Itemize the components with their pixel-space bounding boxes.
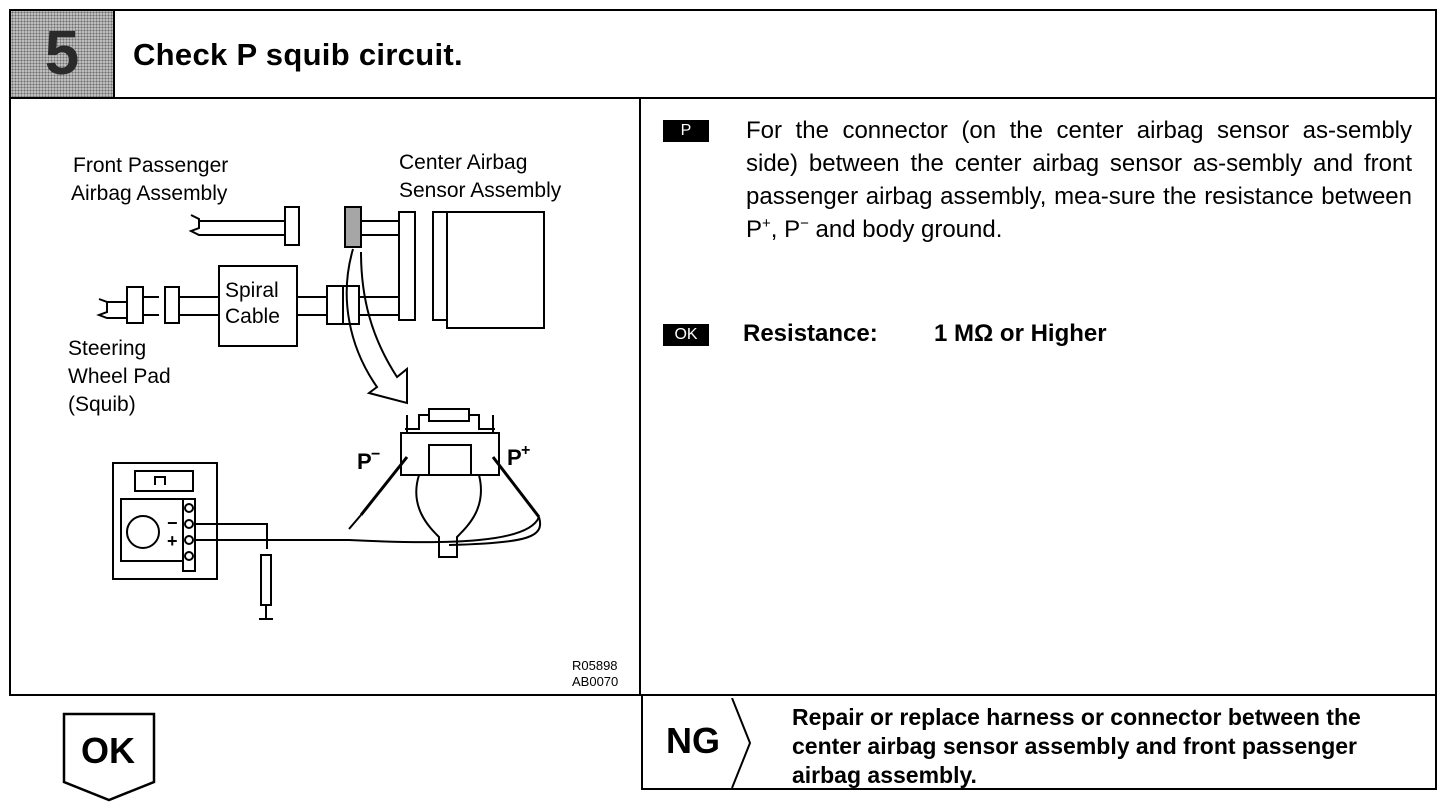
- ok-down-arrow-icon: [62, 712, 156, 802]
- sensor-side-connector: [344, 206, 362, 248]
- svg-text:P: P: [507, 445, 522, 470]
- step-number: 5: [44, 19, 80, 88]
- wiring-diagram: Front Passenger Airbag Assembly Center A…: [68, 151, 618, 689]
- step-number-box: 5: [11, 11, 115, 97]
- center-airbag-sensor-box: [446, 211, 545, 329]
- label-steering-3: (Squib): [68, 393, 136, 416]
- spec-badge: OK: [663, 324, 709, 346]
- label-steering-2: Wheel Pad: [68, 365, 171, 388]
- step-header: 5 Check P squib circuit.: [9, 9, 1437, 99]
- figure-code-1: R05898: [572, 658, 618, 673]
- ok-result-label: OK: [81, 730, 135, 771]
- meter-minus-label: −: [167, 513, 178, 533]
- svg-text:+: +: [521, 442, 530, 459]
- label-front-passenger-2: Airbag Assembly: [71, 182, 228, 205]
- spiral-cable-box: [218, 265, 298, 347]
- label-p-plus: P +: [507, 442, 530, 470]
- resistance-value: 1 MΩ or Higher: [934, 320, 1107, 347]
- ohmmeter: [112, 462, 218, 580]
- passenger-harness-tip: [188, 214, 286, 236]
- ng-result-label: NG: [666, 720, 720, 761]
- connector-detail: [400, 432, 500, 476]
- sensor-plug: [398, 211, 416, 321]
- svg-text:−: −: [371, 446, 380, 463]
- label-cable: Cable: [225, 305, 280, 328]
- label-center-airbag-1: Center Airbag: [399, 151, 527, 174]
- meter-plus-label: +: [167, 531, 178, 551]
- label-p-minus: P −: [357, 446, 380, 474]
- ng-chevron-icon: [731, 698, 752, 788]
- label-spiral: Spiral: [225, 279, 279, 302]
- zoom-arrow: [345, 248, 408, 405]
- svg-text:P: P: [357, 449, 372, 474]
- step-title: Check P squib circuit.: [133, 37, 463, 72]
- passenger-connector: [284, 206, 300, 246]
- procedure-text: For the connector (on the center airbag …: [746, 117, 1412, 243]
- figure-code-2: AB0070: [572, 674, 618, 689]
- ng-result-box: [641, 696, 1437, 790]
- ng-action-text: Repair or replace harness or connector b…: [792, 704, 1361, 788]
- label-center-airbag-2: Sensor Assembly: [399, 179, 562, 202]
- label-front-passenger-1: Front Passenger: [73, 154, 228, 177]
- label-steering-1: Steering: [68, 337, 146, 360]
- wiring-diagram-panel: Front Passenger Airbag Assembly Center A…: [9, 97, 641, 696]
- procedure-badge: P: [663, 120, 709, 142]
- resistance-label: Resistance:: [743, 320, 878, 347]
- sensor-bracket: [432, 211, 448, 321]
